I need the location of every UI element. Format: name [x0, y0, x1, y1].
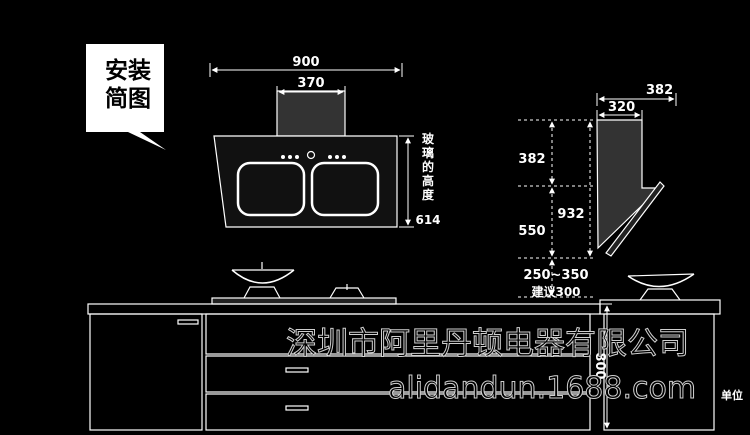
glass-label-char: 的 — [422, 159, 434, 174]
front-hood-body — [213, 135, 398, 228]
drawer-bottom — [205, 393, 591, 431]
glass-label-char: 璃 — [422, 145, 434, 160]
unit-label: 单位 — [721, 388, 743, 402]
lower-height-label: 550 — [518, 224, 545, 239]
dim-side-382: 382 — [596, 83, 677, 106]
handle-mid — [285, 367, 309, 373]
handle-left — [177, 319, 199, 325]
total-height-label: 932 — [557, 207, 584, 222]
dim-side-320: 320 — [596, 100, 643, 120]
side-cabinet — [603, 313, 715, 431]
cabinet-door-left — [89, 313, 203, 431]
left-panel — [236, 161, 306, 217]
side-cooktop — [599, 273, 721, 431]
side-hood — [596, 119, 665, 257]
glass-height-label: 玻璃的高度 — [422, 131, 435, 202]
badge-line1: 安装 — [105, 57, 151, 84]
dim-370: 370 — [276, 76, 346, 97]
side-glass-panel — [605, 181, 665, 257]
watermark-site: alidandun.1688.com — [388, 371, 696, 406]
front-cabinet — [87, 303, 601, 431]
front-chimney — [276, 90, 346, 137]
chimney-depth-label: 320 — [608, 100, 635, 115]
upper-height-label: 382 — [518, 152, 545, 167]
title-badge: 安装 简图 — [86, 44, 166, 150]
cooktop-plate — [211, 297, 397, 305]
drawer-mid — [205, 355, 591, 393]
chimney-label: 370 — [297, 76, 324, 91]
badge-shape — [86, 44, 166, 150]
glass-height-value: 614 — [415, 213, 440, 227]
handle-bottom — [285, 405, 309, 411]
width-label: 900 — [292, 55, 319, 70]
right-panel — [310, 161, 380, 217]
floor-height-label: 800 — [592, 352, 607, 379]
depth-label: 382 — [646, 83, 673, 98]
side-countertop — [599, 299, 721, 315]
power-knob — [306, 150, 316, 160]
dim-800: 800 — [592, 303, 612, 429]
dim-900: 900 — [209, 55, 403, 77]
front-cooktop — [211, 262, 397, 305]
wok-left — [231, 269, 295, 284]
wok-side — [627, 273, 695, 288]
control-dots — [281, 155, 346, 159]
glass-label-char: 玻 — [422, 131, 435, 146]
drawer-top — [205, 313, 591, 355]
burner-side — [639, 288, 681, 301]
watermark-company: 深圳市阿里丹顿电器有限公司 — [286, 326, 689, 362]
install-suggest-label: 建议300 — [530, 284, 580, 299]
badge-line2: 简图 — [105, 85, 151, 112]
dim-614: 玻璃的高度 614 — [399, 131, 441, 228]
glass-label-char: 度 — [422, 187, 435, 202]
front-hood — [213, 90, 398, 228]
side-vertical-dims — [518, 119, 594, 298]
side-hood-body — [596, 119, 662, 250]
burner-left — [243, 286, 281, 299]
countertop — [87, 303, 601, 315]
wok-side-rim — [627, 273, 695, 277]
install-range-label: 250~350 — [523, 268, 588, 283]
glass-label-char: 高 — [422, 173, 434, 188]
